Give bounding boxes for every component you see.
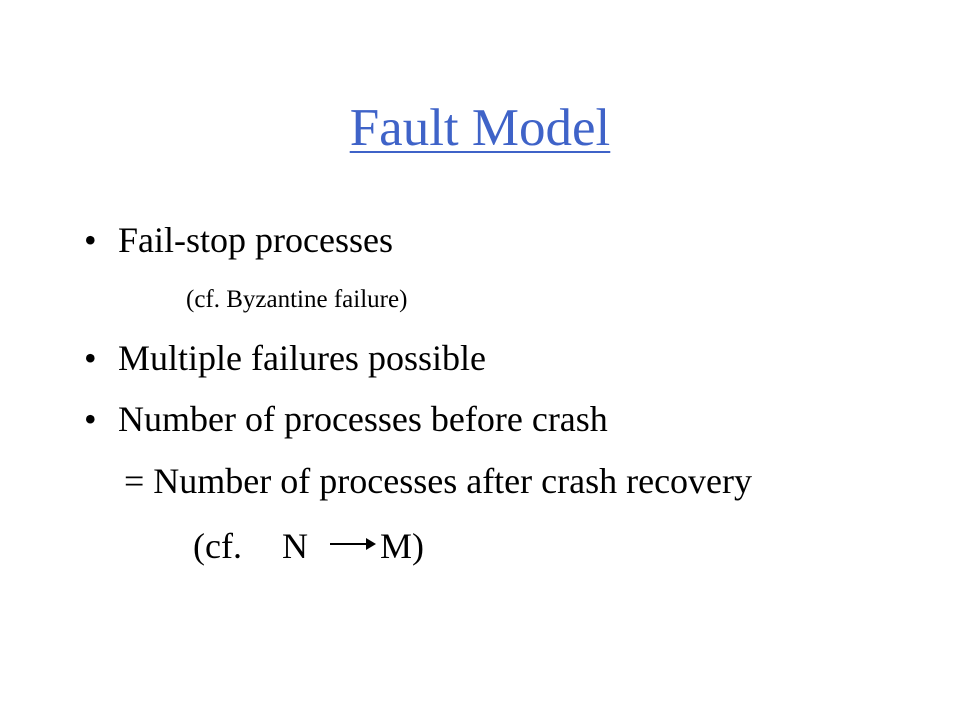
arrow-head-icon (366, 538, 376, 550)
bullet-item: • Number of processes before crash (84, 397, 608, 441)
slide-title[interactable]: Fault Model (349, 99, 611, 157)
bullet-dot: • (84, 399, 97, 439)
arrow-icon (330, 543, 368, 545)
cf-prefix: (cf. (193, 526, 242, 566)
continuation-line: = Number of processes after crash recove… (124, 461, 753, 501)
bullet-dot: • (84, 220, 97, 260)
bullet-text: Fail-stop processes (118, 220, 393, 260)
bullet-item: • Multiple failures possible (84, 336, 486, 380)
cf-from: N (282, 526, 308, 566)
bullet-text: Multiple failures possible (118, 338, 486, 378)
bullet-dot: • (84, 338, 97, 378)
cf-to: M) (380, 526, 424, 566)
bullet-item: • Fail-stop processes (84, 218, 393, 262)
sub-note: (cf. Byzantine failure) (186, 286, 408, 313)
bullet-text: Number of processes before crash (118, 399, 608, 439)
